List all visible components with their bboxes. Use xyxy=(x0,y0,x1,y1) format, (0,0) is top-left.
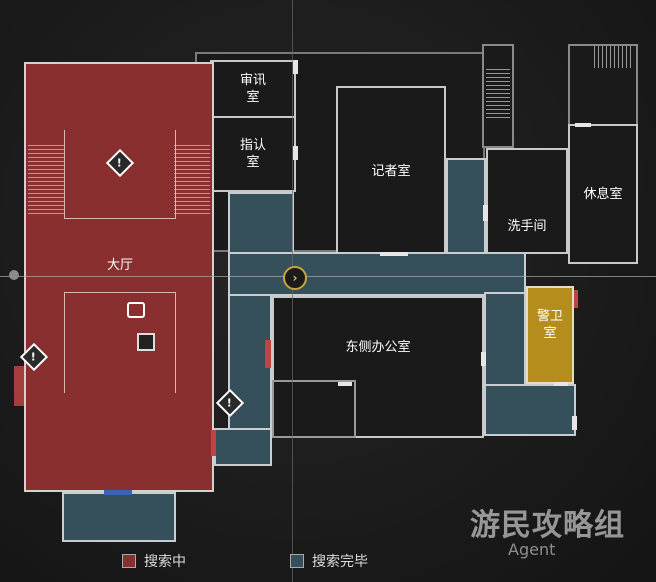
watermark-sub: Agent xyxy=(508,540,556,559)
gridline-horizontal xyxy=(0,276,656,277)
room-label-main-hall: 大厅 xyxy=(106,258,133,273)
item-box-icon[interactable] xyxy=(137,333,155,351)
legend-done: 搜索完毕 xyxy=(290,551,368,571)
room-label-identification: 指认 室 xyxy=(239,138,266,170)
room-interrogation[interactable]: 审讯 室 xyxy=(210,60,296,118)
legend-label-done: 搜索完毕 xyxy=(312,554,368,570)
stairs-rest xyxy=(594,46,634,68)
room-washroom[interactable]: 洗手间 xyxy=(486,148,568,254)
legend-label-searching: 搜索中 xyxy=(144,554,186,570)
room-identification[interactable]: 指认 室 xyxy=(210,116,296,192)
door[interactable] xyxy=(293,60,298,74)
corridor-east-south[interactable] xyxy=(484,384,576,436)
room-label-east-office: 东侧办公室 xyxy=(345,339,411,355)
door[interactable] xyxy=(380,252,408,256)
typewriter-icon[interactable] xyxy=(127,302,145,318)
corridor-central[interactable] xyxy=(228,252,526,296)
stairs-northeast xyxy=(486,68,510,118)
door[interactable] xyxy=(483,205,488,221)
room-rest[interactable]: 休息室 xyxy=(568,124,638,264)
hall-stage-outline xyxy=(64,292,176,393)
gridline-vertical xyxy=(292,0,293,582)
corridor-southwest[interactable] xyxy=(214,428,272,466)
room-guard[interactable]: 警卫 室 xyxy=(526,286,574,384)
door[interactable] xyxy=(481,352,486,366)
door[interactable] xyxy=(572,416,577,430)
legend-swatch-searching xyxy=(122,554,136,568)
stairs-hall-right xyxy=(174,144,210,214)
watermark-brand: 游民攻略组 xyxy=(470,508,625,543)
locked-door[interactable] xyxy=(265,340,271,368)
locked-door[interactable] xyxy=(211,430,216,456)
stairs-hall-left xyxy=(28,144,64,214)
room-label-rest: 休息室 xyxy=(583,186,623,202)
corridor-north-east[interactable] xyxy=(446,158,486,254)
room-main-hall[interactable] xyxy=(24,62,214,492)
locked-door[interactable] xyxy=(574,290,578,308)
room-label-press: 记者室 xyxy=(371,163,411,179)
room-label-washroom: 洗手间 xyxy=(507,218,547,234)
room-east-office-annex xyxy=(272,380,356,438)
legend-searching: 搜索中 xyxy=(122,551,186,571)
locked-door[interactable] xyxy=(14,366,24,406)
door[interactable] xyxy=(338,382,352,386)
room-press[interactable]: 记者室 xyxy=(336,86,446,256)
door[interactable] xyxy=(575,123,591,127)
player-position-icon: › xyxy=(283,266,307,290)
door[interactable] xyxy=(293,146,298,160)
room-south-lobby[interactable] xyxy=(62,492,176,542)
entrance-marker xyxy=(9,270,19,280)
corridor-inner-vertical[interactable] xyxy=(270,294,272,460)
legend-swatch-done xyxy=(290,554,304,568)
room-label-guard: 警卫 室 xyxy=(536,309,563,341)
room-label-interrogation: 审讯 室 xyxy=(239,73,266,105)
door-south-lobby[interactable] xyxy=(104,490,132,495)
door[interactable] xyxy=(554,382,568,386)
